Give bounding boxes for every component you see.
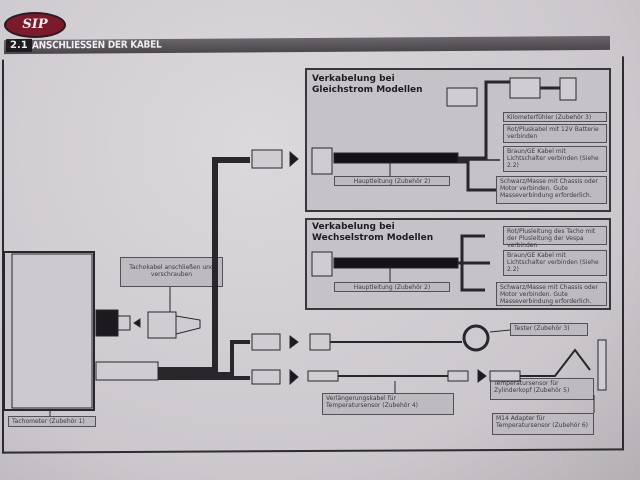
km-sensor-connector <box>509 77 541 99</box>
arrow-icon <box>289 335 299 349</box>
extension-cable-label: Verlängerungskabel für Temperatursensor … <box>322 393 454 415</box>
ac-main-cable <box>333 257 459 269</box>
dc-panel-title: Verkabelung bei Gleichstrom Modellen <box>312 74 423 96</box>
main-connector <box>251 149 283 169</box>
ac-title-line2: Wechselstrom Modellen <box>312 233 434 243</box>
dc-title-line2: Gleichstrom Modellen <box>312 85 423 95</box>
dc-main-cable <box>333 152 459 164</box>
ac-main-cable-label: Hauptleitung (Zubehör 2) <box>334 282 450 292</box>
ac-label-black: Schwarz/Masse mit Chassis oder Motor ver… <box>496 282 607 306</box>
sip-logo: SIP <box>4 12 66 38</box>
spark-plug <box>597 339 607 391</box>
dc-label-km-sensor: Kilometerfühler (Zubehör 3) <box>503 112 607 122</box>
temp-sensor-label: Temperatursensor für Zylinderkopf (Zubeh… <box>490 378 594 400</box>
ac-label-brown: Braun/GE Kabel mit Lichtschalter verbind… <box>503 250 607 276</box>
tachometer-label: Tachometer (Zubehör 1) <box>8 416 96 427</box>
m14-adapter-label: M14 Adapter für Temperatursensor (Zubehö… <box>492 413 594 435</box>
tacho-cable-nut <box>147 311 177 339</box>
battery-icon <box>446 87 478 107</box>
logo-text: SIP <box>22 17 48 32</box>
arrow-icon <box>477 369 487 383</box>
dc-main-cable-label: Hauptleitung (Zubehör 2) <box>334 176 450 186</box>
dc-title-line1: Verkabelung bei <box>312 74 395 84</box>
ac-title-line1: Verkabelung bei <box>312 222 395 232</box>
temp-connector <box>251 369 281 385</box>
tester-connector <box>251 333 281 351</box>
ac-panel-title: Verkabelung bei Wechselstrom Modellen <box>312 222 433 244</box>
tacho-socket <box>95 309 119 337</box>
arrow-icon <box>133 318 141 328</box>
tester-label: Tester (Zubehör 3) <box>510 323 588 336</box>
ac-label-red: Rot/Plusleitung des Tacho mit der Plusle… <box>503 226 607 249</box>
dc-label-brown: Braun/GE Kabel mit Lichtschalter verbind… <box>503 146 607 172</box>
dc-label-red: Rot/Pluskabel mit 12V Batterie verbinden <box>503 124 607 143</box>
dc-label-black: Schwarz/Masse mit Chassis oder Motor ver… <box>496 176 607 204</box>
tester-ring <box>462 324 490 352</box>
arrow-icon <box>289 368 299 386</box>
arrow-icon <box>289 150 299 168</box>
tacho-cable-label: Tachokabel anschließen und verschrauben <box>120 257 223 287</box>
